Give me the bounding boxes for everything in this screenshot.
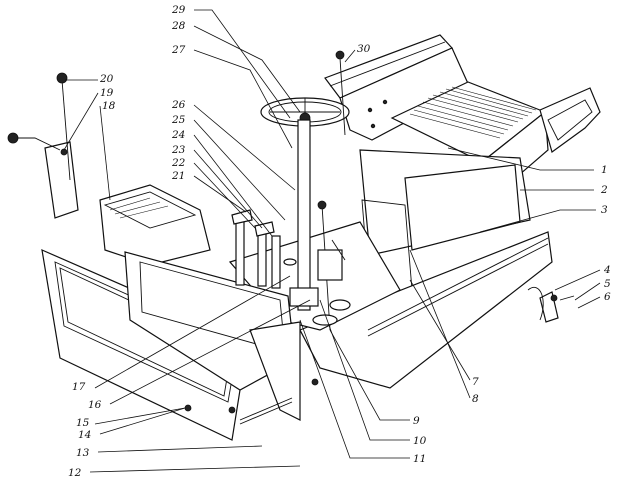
nut xyxy=(311,378,319,386)
lever-plate xyxy=(44,141,79,219)
left-lever-knob xyxy=(56,72,68,84)
callout-28: 28 xyxy=(171,20,186,32)
pedal-lever xyxy=(271,235,281,289)
callout-6: 6 xyxy=(604,291,611,303)
callout-8: 8 xyxy=(472,393,479,405)
leader-lines xyxy=(63,9,601,473)
screw xyxy=(184,404,192,412)
callout-30: 30 xyxy=(357,43,371,55)
bolt xyxy=(559,295,575,301)
floor-hole xyxy=(283,258,297,266)
lever-base-plate xyxy=(312,314,338,326)
callout-9: 9 xyxy=(413,415,420,427)
callout-11: 11 xyxy=(413,453,426,465)
callout-17: 17 xyxy=(72,381,86,393)
callout-3: 3 xyxy=(601,204,608,216)
lever-arm xyxy=(331,239,346,261)
bracket-curve xyxy=(527,287,544,321)
hand-lever-knob xyxy=(317,200,327,210)
callout-12: 12 xyxy=(68,467,82,479)
radiator-shroud-inner xyxy=(547,99,593,141)
pedal-lever xyxy=(235,214,245,286)
callout-labels: 1 2 3 4 5 6 7 8 9 10 11 12 13 14 15 16 1… xyxy=(68,4,611,479)
lever-bracket xyxy=(317,249,343,281)
callout-23: 23 xyxy=(171,144,186,156)
column-base xyxy=(289,287,319,307)
floor-hole xyxy=(329,299,351,311)
lower-body-side xyxy=(299,231,553,389)
strip xyxy=(239,401,293,425)
screw xyxy=(228,406,236,414)
strip xyxy=(239,397,293,421)
callout-1: 1 xyxy=(601,164,608,176)
left-lever-arm xyxy=(14,137,61,151)
callout-19: 19 xyxy=(100,87,114,99)
front-skirt xyxy=(249,321,301,421)
callout-16: 16 xyxy=(88,399,102,411)
pedal-lever xyxy=(257,227,267,287)
grille-louvers xyxy=(409,86,537,139)
radiator-shroud xyxy=(539,87,601,153)
callout-13: 13 xyxy=(76,447,90,459)
pivot xyxy=(60,148,68,156)
callout-14: 14 xyxy=(78,429,91,441)
steering-column xyxy=(297,119,311,311)
callout-22: 22 xyxy=(171,157,186,169)
callout-25: 25 xyxy=(171,114,186,126)
rear-lever xyxy=(339,57,346,136)
callout-20: 20 xyxy=(99,73,114,85)
rear-wall-bolt xyxy=(367,107,373,113)
rear-wall-bolt xyxy=(382,99,388,105)
left-lever xyxy=(61,79,71,181)
rear-lever-knob xyxy=(335,50,345,60)
callout-15: 15 xyxy=(76,417,90,429)
seat-box-top xyxy=(103,191,197,229)
drawing xyxy=(7,34,601,441)
rear-top-panel-edge xyxy=(329,41,446,87)
pedal-pad xyxy=(231,209,253,225)
callout-29: 29 xyxy=(171,4,186,16)
body-side-strip xyxy=(367,243,549,337)
callout-26: 26 xyxy=(171,99,186,111)
callout-7: 7 xyxy=(472,376,479,388)
nut xyxy=(550,294,558,302)
pedal-pad xyxy=(254,221,275,237)
rear-wall-bolt xyxy=(370,123,376,129)
callout-2: 2 xyxy=(600,184,608,196)
right-panel-window xyxy=(404,164,521,251)
callout-27: 27 xyxy=(171,44,186,56)
seat-box xyxy=(99,184,211,266)
body-side-strip xyxy=(367,237,549,331)
callout-5: 5 xyxy=(604,278,611,290)
left-arm-knob xyxy=(7,132,19,144)
seat-box-hatching xyxy=(109,197,169,219)
callout-18: 18 xyxy=(102,100,116,112)
callout-24: 24 xyxy=(171,129,185,141)
callout-10: 10 xyxy=(413,435,427,447)
callout-21: 21 xyxy=(171,170,185,182)
callout-4: 4 xyxy=(603,264,611,276)
